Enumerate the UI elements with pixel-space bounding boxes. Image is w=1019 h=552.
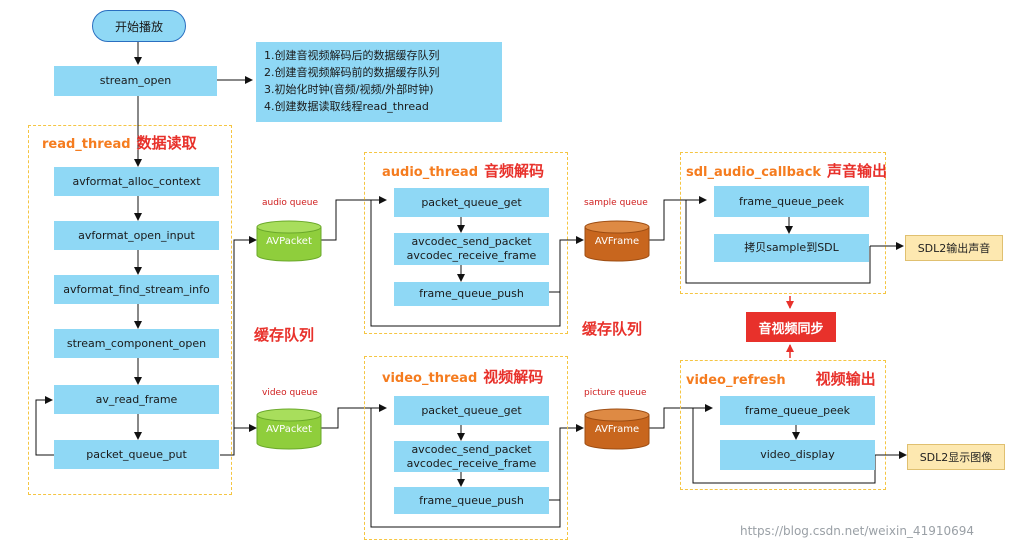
step-stream-component-open: stream_component_open: [54, 329, 219, 358]
sdl-audio-cn: 声音输出: [827, 162, 888, 180]
stream-open-box: stream_open: [54, 66, 217, 96]
picture-queue-label: picture queue: [584, 388, 647, 398]
step-avformat-open-input: avformat_open_input: [54, 221, 219, 250]
sdl-audio-group: [680, 152, 886, 294]
video-send-packet: avcodec_send_packet: [411, 442, 532, 456]
video-queue-cylinder-label: AVPacket: [266, 423, 312, 435]
step-avformat-alloc-context: avformat_alloc_context: [54, 167, 219, 196]
step-avformat-find-stream-info: avformat_find_stream_info: [54, 275, 219, 304]
start-node: 开始播放: [92, 10, 186, 42]
step-packet-queue-put: packet_queue_put: [54, 440, 219, 469]
audio-thread-name: audio_thread: [382, 165, 478, 180]
note-line: 2.创建音视频解码前的数据缓存队列: [264, 66, 440, 79]
video-frame-queue-push: frame_queue_push: [394, 487, 549, 514]
note-line: 4.创建数据读取线程read_thread: [264, 100, 429, 113]
audio-frame-queue-push: frame_queue_push: [394, 282, 549, 306]
audio-decode-box: avcodec_send_packet avcodec_receive_fram…: [394, 233, 549, 265]
read-thread-title: read_thread 数据读取: [42, 132, 197, 153]
video-refresh-name: video_refresh: [686, 373, 786, 388]
video-thread-title: video_thread 视频解码: [382, 366, 543, 387]
sdl-audio-name: sdl_audio_callback: [686, 165, 822, 180]
audio-frame-queue-peek: frame_queue_peek: [714, 186, 869, 217]
audio-queue-cylinder-label: AVPacket: [266, 235, 312, 247]
video-queue-label: video queue: [262, 388, 318, 398]
picture-queue-cylinder-label: AVFrame: [594, 423, 640, 435]
sample-queue-cylinder-label: AVFrame: [594, 235, 640, 247]
audio-receive-frame: avcodec_receive_frame: [406, 249, 537, 262]
step-av-read-frame: av_read_frame: [54, 385, 219, 414]
audio-queue-cylinder: [256, 220, 322, 262]
sdl2-audio-output: SDL2输出声音: [905, 235, 1003, 261]
video-refresh-cn: 视频输出: [815, 370, 876, 388]
video-decode-box: avcodec_send_packet avcodec_receive_fram…: [394, 441, 549, 472]
sample-queue-label: sample queue: [584, 198, 648, 208]
audio-thread-group: [364, 152, 568, 334]
video-display-box: video_display: [720, 440, 875, 470]
av-sync-box: 音视频同步: [746, 312, 836, 342]
sample-queue-cylinder: [584, 220, 650, 262]
audio-thread-cn: 音频解码: [484, 162, 545, 180]
note-line: 3.初始化时钟(音频/视频/外部时钟): [264, 83, 434, 96]
video-thread-group: [364, 356, 568, 540]
sdl2-video-output: SDL2显示图像: [907, 444, 1005, 470]
audio-queue-label: audio queue: [262, 198, 318, 208]
cache-queue-label-right: 缓存队列: [582, 320, 643, 338]
audio-send-packet: avcodec_send_packet: [411, 235, 532, 248]
cache-queue-label-left: 缓存队列: [254, 326, 315, 344]
read-thread-group: [28, 125, 232, 495]
video-packet-queue-get: packet_queue_get: [394, 396, 549, 425]
sdl-audio-title: sdl_audio_callback 声音输出: [686, 160, 887, 181]
video-thread-name: video_thread: [382, 371, 478, 386]
video-refresh-group: [680, 360, 886, 490]
video-queue-cylinder: [256, 408, 322, 450]
video-frame-queue-peek: frame_queue_peek: [720, 396, 875, 425]
video-receive-frame: avcodec_receive_frame: [406, 456, 537, 470]
read-thread-name: read_thread: [42, 137, 131, 152]
audio-thread-title: audio_thread 音频解码: [382, 160, 544, 181]
video-thread-cn: 视频解码: [483, 368, 544, 386]
audio-packet-queue-get: packet_queue_get: [394, 188, 549, 217]
copy-sample-to-sdl: 拷贝sample到SDL: [714, 234, 869, 262]
picture-queue-cylinder: [584, 408, 650, 450]
watermark: https://blog.csdn.net/weixin_41910694: [740, 524, 975, 538]
read-thread-cn: 数据读取: [136, 134, 197, 152]
video-refresh-title: video_refresh 视频输出: [686, 368, 876, 389]
stream-open-note: 1.创建音视频解码后的数据缓存队列 2.创建音视频解码前的数据缓存队列 3.初始…: [256, 42, 502, 122]
note-line: 1.创建音视频解码后的数据缓存队列: [264, 49, 440, 62]
